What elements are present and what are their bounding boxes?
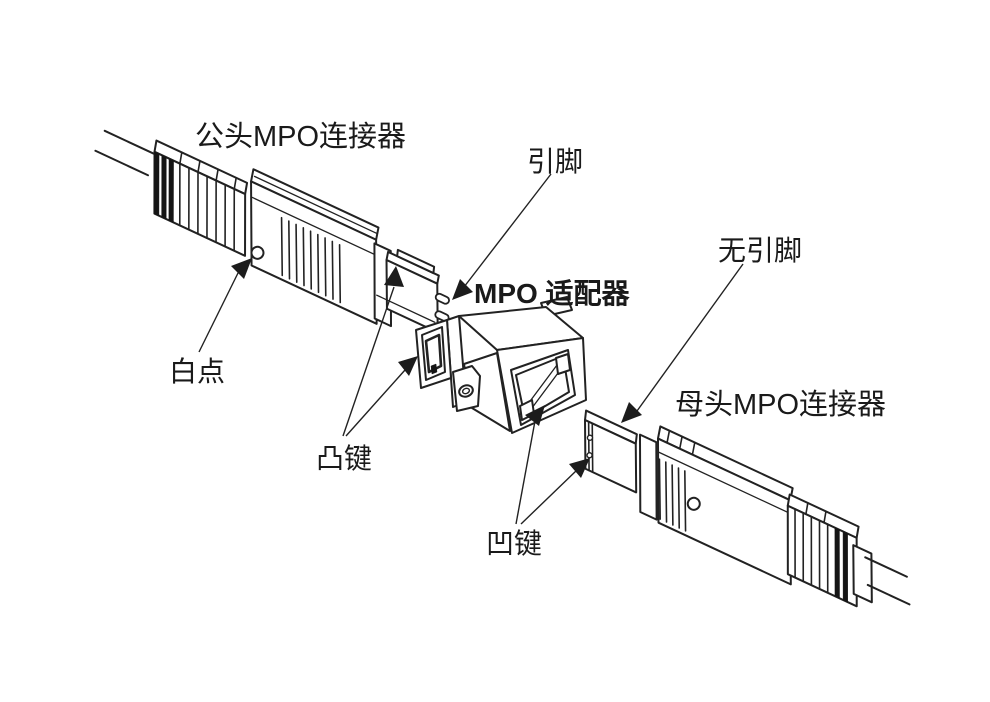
label-convex-key: 凸键: [316, 443, 372, 474]
female-collar: [638, 433, 658, 521]
male-cable: [94, 129, 159, 177]
female-boot: [786, 493, 860, 608]
female-boot-tail: [852, 544, 873, 604]
label-concave-key: 凹键: [486, 528, 542, 559]
arrowhead: [621, 402, 642, 423]
female-mpo-connector-drawing: [584, 409, 911, 608]
pin-hole: [586, 434, 594, 441]
male-body: [250, 168, 380, 325]
adapter-left-port: [415, 319, 452, 389]
right-port-latch: [555, 353, 571, 375]
callout-concave-key: [515, 405, 590, 525]
label-male-mpo-connector: 公头MPO连接器: [195, 120, 406, 153]
guide-pin: [434, 292, 450, 305]
label-mpo-adapter: MPO 适配器: [474, 278, 631, 309]
callout-pin: [452, 173, 552, 300]
arrowhead: [452, 279, 473, 300]
male-grip-ribs: [280, 216, 342, 304]
adapter-right-port: [510, 349, 576, 426]
callout-white-dot: [198, 258, 252, 353]
female-grip-ribs: [658, 429, 696, 532]
male-boot: [153, 139, 249, 257]
callout-no-pin: [621, 263, 744, 423]
label-white-dot: 白点: [169, 356, 225, 387]
arrowhead: [398, 356, 418, 376]
male-mpo-connector-drawing: [94, 129, 450, 334]
arrowhead: [569, 458, 590, 478]
label-pin: 引脚: [527, 146, 583, 177]
mpo-adapter-drawing: [415, 296, 587, 434]
label-no-pin: 无引脚: [718, 235, 802, 266]
convex-key-ridge: [396, 248, 436, 275]
male-ferrule: [376, 248, 450, 334]
white-dot-marker: [250, 245, 265, 260]
arrowhead: [384, 266, 404, 287]
female-cable: [864, 556, 911, 606]
pin-hole: [586, 452, 593, 459]
arrowhead: [231, 258, 252, 279]
label-female-mpo-connector: 母头MPO连接器: [675, 388, 886, 421]
left-port-key-slot: [430, 363, 438, 375]
female-body: [656, 425, 794, 586]
callout-convex-key: [342, 266, 418, 437]
arrowhead: [525, 405, 545, 426]
female-dot-marker: [686, 496, 701, 511]
adapter-mounting-ear: [452, 365, 481, 412]
female-ferrule: [584, 409, 638, 494]
